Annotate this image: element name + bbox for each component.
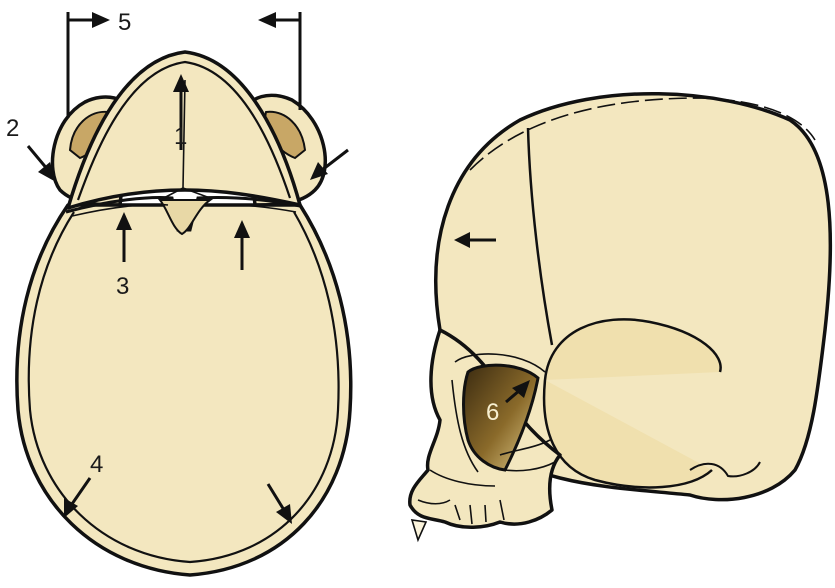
label-lateral-wall: 2 (6, 115, 19, 142)
incisor (412, 520, 426, 540)
label-coronal-suture: 3 (116, 273, 129, 300)
label-orbit: 6 (486, 399, 499, 426)
label-biparietal-width: 5 (118, 9, 131, 36)
cranial-vault-outline (17, 205, 351, 575)
label-posterior-wall: 4 (90, 451, 103, 478)
skull-top-view: 1 2 3 4 5 (6, 9, 351, 575)
skull-lateral-view: 6 (410, 94, 831, 540)
label-frontal-suture: 1 (174, 123, 187, 150)
